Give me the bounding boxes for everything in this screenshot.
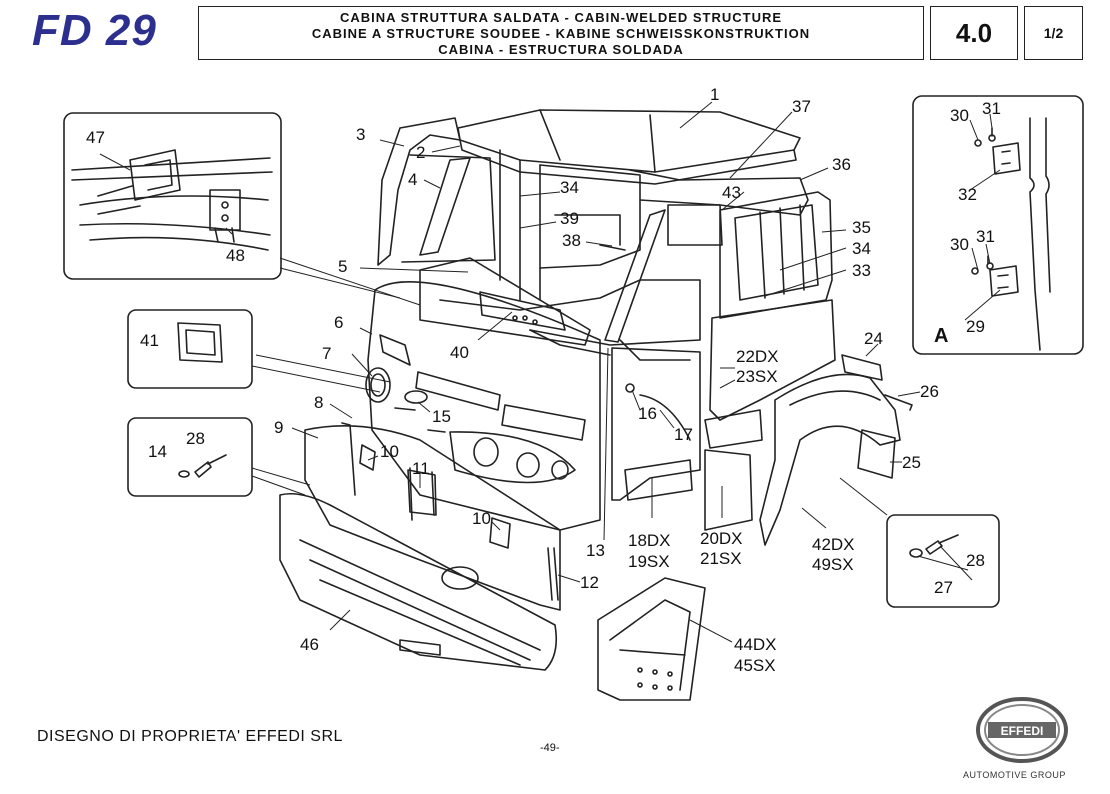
callout-36: 36 [832,155,851,174]
callout-22dx: 22DX [736,347,779,366]
floor-structure [611,347,701,501]
cabin-frame [377,117,809,361]
callout-28-right: 28 [966,551,985,570]
inset-rivet-washer-b [886,514,1000,608]
callout-45sx: 45SX [734,656,776,675]
callout-13: 13 [586,541,605,560]
logo-tagline: AUTOMOTIVE GROUP [963,770,1066,780]
door-frame [704,191,836,449]
callout-3: 3 [356,125,365,144]
callout-30-top: 30 [950,106,969,125]
inset-rivet-washer-a [127,417,253,497]
effedi-logo: EFFEDI [976,697,1068,763]
dashboard-and-front-mask [367,257,601,531]
inset-detail-a-hinges [912,95,1084,355]
detail-a-marker: A [934,325,948,347]
callout-44dx: 44DX [734,635,777,654]
callout-20dx: 20DX [700,529,743,548]
page-number: -49- [540,742,560,754]
callout-32: 32 [958,185,977,204]
lower-bumper [279,492,558,671]
callout-1: 1 [710,85,719,104]
a-pillars [419,157,666,343]
title-line-3: CABINA - ESTRUCTURA SOLDADA [438,42,684,57]
step-assembly [597,577,706,701]
callout-48: 48 [226,246,245,265]
callout-7: 7 [322,344,331,363]
inset-hinge-bracket [63,112,282,280]
callout-19sx: 19SX [628,552,670,571]
callout-34-top: 34 [560,178,579,197]
callout-9: 9 [274,418,283,437]
callout-15: 15 [432,407,451,426]
bumper-carrier [304,422,561,611]
callout-46: 46 [300,635,319,654]
callout-18dx: 18DX [628,531,671,550]
callout-5: 5 [338,257,347,276]
model-code: FD 29 [32,6,157,55]
callout-39: 39 [560,209,579,228]
callout-16: 16 [638,404,657,423]
callout-25: 25 [902,453,921,472]
callout-26: 26 [920,382,939,401]
callout-10-left: 10 [380,442,399,461]
ownership-notice: DISEGNO DI PROPRIETA' EFFEDI SRL [37,728,343,745]
callout-2: 2 [416,143,425,162]
brackets [409,467,435,521]
sheet-number: 4.0 [930,6,1018,60]
callout-4: 4 [408,170,417,189]
callout-42dx: 42DX [812,535,855,554]
callout-6: 6 [334,313,343,332]
callout-31-bottom: 31 [976,227,995,246]
callout-12: 12 [580,573,599,592]
callout-40: 40 [450,343,469,362]
title-block: CABINA STRUTTURA SALDATA - CABIN-WELDED … [198,6,924,60]
title-line-2: CABINE A STRUCTURE SOUDEE - KABINE SCHWE… [311,26,811,41]
title-line-1: CABINA STRUTTURA SALDATA - CABIN-WELDED … [339,10,783,25]
callout-8: 8 [314,393,323,412]
page-indicator: 1/2 [1024,6,1083,60]
callout-43: 43 [722,183,741,202]
callout-24: 24 [864,329,883,348]
callout-27: 27 [934,578,953,597]
callout-38: 38 [562,231,581,250]
callout-17: 17 [674,425,693,444]
callout-33: 33 [852,261,871,280]
callout-labels: 1 37 3 2 4 34 43 36 39 38 35 34 33 5 6 4… [86,85,1001,675]
callout-29: 29 [966,317,985,336]
callout-28-left: 28 [186,429,205,448]
headlamps [365,367,576,484]
inset-lamp-housing [127,309,253,389]
roof-panel [457,109,801,185]
callout-30-bottom: 30 [950,235,969,254]
wheel-fender [759,354,913,546]
callout-11: 11 [412,459,430,478]
callout-21sx: 21SX [700,549,742,568]
callout-10-right: 10 [472,509,491,528]
logo-text: EFFEDI [1001,724,1044,738]
door-lower-panel [704,449,753,531]
callout-23sx: 23SX [736,367,778,386]
leader-lines [99,101,1001,643]
callout-14: 14 [148,442,167,461]
callout-37: 37 [792,97,811,116]
callout-35: 35 [852,218,871,237]
callout-41: 41 [140,331,159,350]
callout-31-top: 31 [982,99,1001,118]
callout-49sx: 49SX [812,555,854,574]
callout-34-door: 34 [852,239,871,258]
callout-47: 47 [86,128,105,147]
